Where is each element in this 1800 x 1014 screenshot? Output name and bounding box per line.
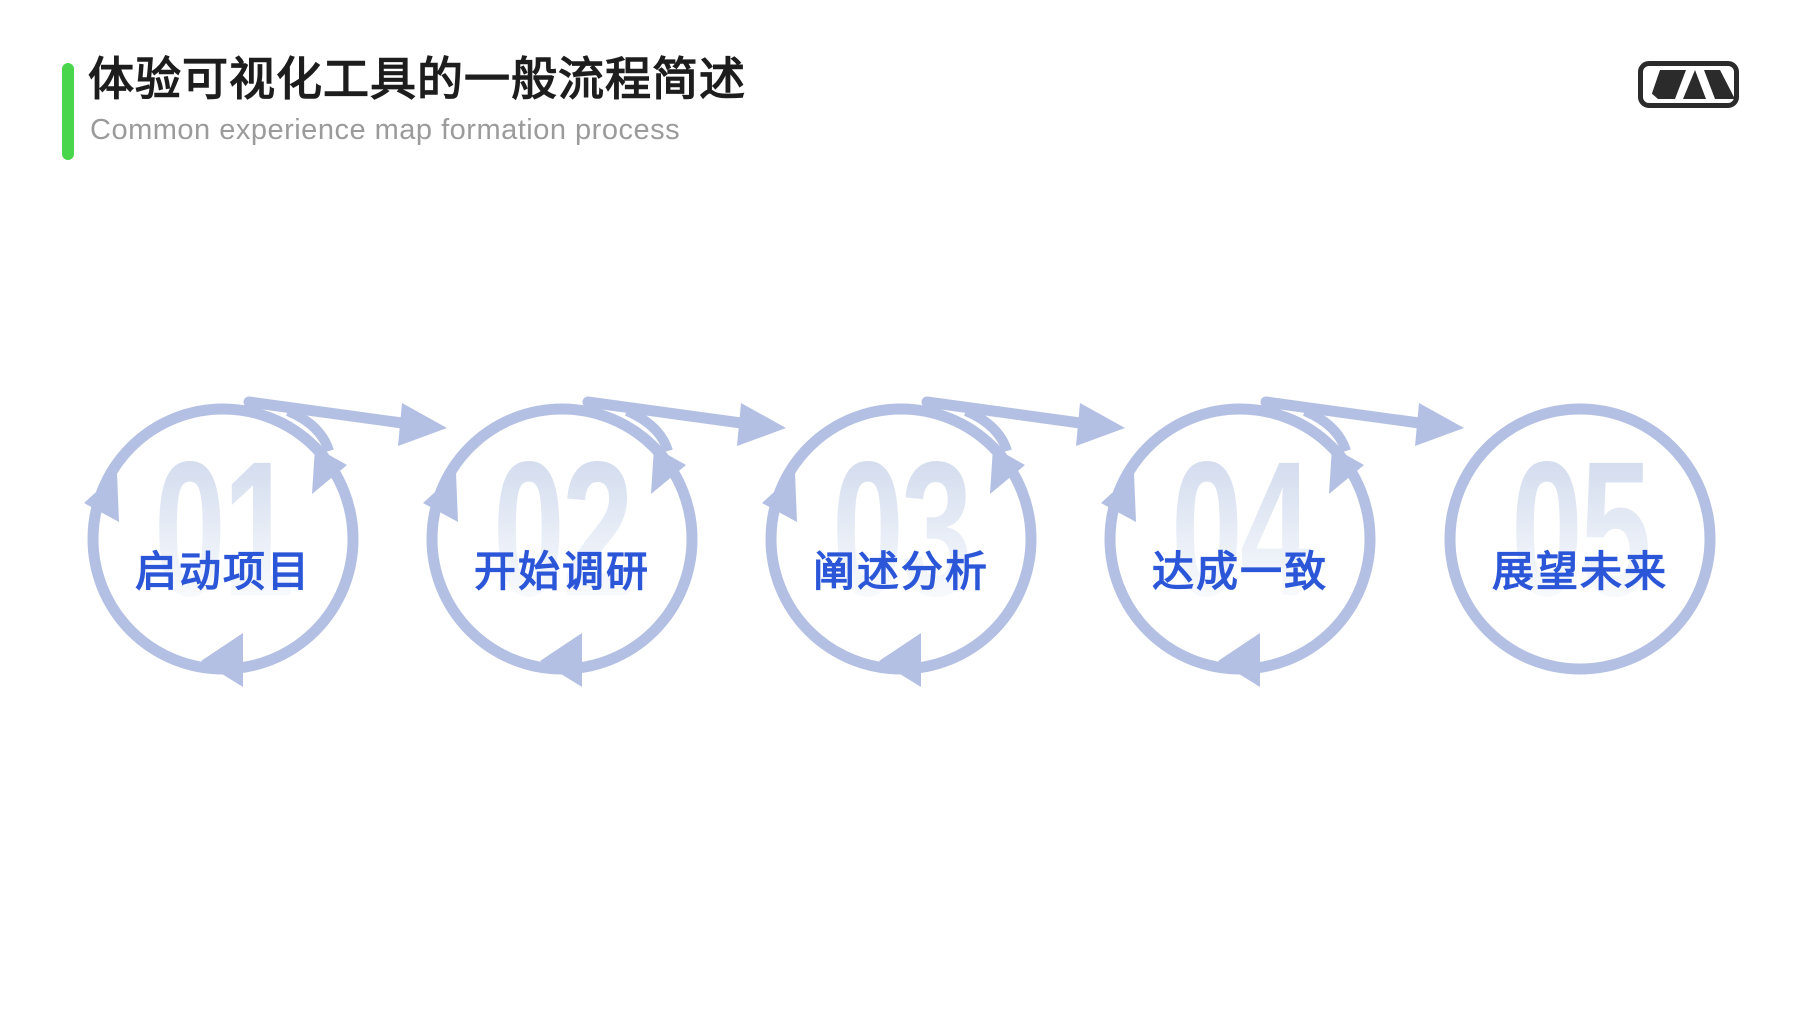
cycle-arrows-icon xyxy=(1101,396,1464,687)
step-number: 01 xyxy=(123,433,324,625)
step-label: 达成一致 xyxy=(1151,547,1328,595)
step-label: 启动项目 xyxy=(134,547,311,595)
page-title: 体验可视化工具的一般流程简述 xyxy=(88,53,746,105)
cycle-arrows-icon xyxy=(423,396,786,687)
step-number: 05 xyxy=(1480,433,1681,625)
process-step-01: 01 启动项目 xyxy=(73,389,493,689)
cycle-arrows-icon xyxy=(762,396,1125,687)
step-label: 阐述分析 xyxy=(812,547,989,595)
brand-logo xyxy=(1638,61,1739,108)
step-number: 02 xyxy=(462,433,663,625)
process-step-04: 04 达成一致 xyxy=(1090,389,1510,689)
step-label: 展望未来 xyxy=(1491,547,1668,595)
process-step-03: 03 阐述分析 xyxy=(751,389,1171,689)
cycle-arrows-icon xyxy=(1444,403,1716,675)
title-accent-bar xyxy=(62,63,74,160)
step-label: 开始调研 xyxy=(473,547,650,595)
brand-logo-icon xyxy=(1650,70,1734,99)
page-subtitle: Common experience map formation process xyxy=(90,114,681,146)
process-step-05: 05 展望未来 xyxy=(1430,389,1800,689)
step-number: 04 xyxy=(1140,433,1341,625)
cycle-arrows-icon xyxy=(84,396,447,687)
process-step-02: 02 开始调研 xyxy=(412,389,832,689)
slide-header: 体验可视化工具的一般流程简述 Common experience map for… xyxy=(0,0,1800,180)
step-number: 03 xyxy=(801,433,1002,625)
